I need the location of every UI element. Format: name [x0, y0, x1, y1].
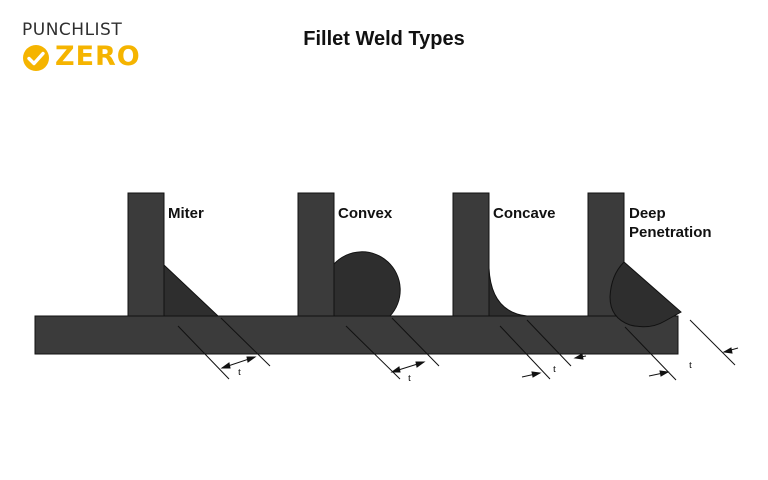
throat-dimension — [177, 317, 271, 380]
check-circle-icon — [23, 45, 49, 71]
weld-miter: Miter t — [127, 192, 271, 380]
weld-label: Deep — [629, 205, 666, 222]
logo-wordmark-bottom: ZERO — [55, 41, 141, 72]
vertical-plate — [127, 192, 165, 317]
miter-weld-bead — [163, 263, 220, 317]
page-title: Fillet Weld Types — [303, 28, 465, 50]
dimension-label: t — [238, 366, 241, 378]
weld-label: Concave — [493, 205, 556, 222]
logo-wordmark-top: PUNCHLIST — [22, 20, 123, 40]
throat-dimension — [345, 317, 440, 380]
punchlist-zero-logo: PUNCHLIST ZERO — [22, 20, 152, 76]
throat-dimension — [499, 319, 587, 380]
weld-concave: Concave t — [452, 192, 587, 380]
concave-weld-bead — [488, 267, 528, 317]
vertical-plate — [297, 192, 335, 317]
weld-label: Penetration — [629, 224, 712, 241]
weld-deep-penetration: Deep Penetration t — [587, 192, 739, 381]
weld-label: Convex — [338, 205, 393, 222]
dimension-label: t — [689, 359, 692, 371]
base-plate — [34, 315, 679, 355]
weld-convex: Convex t — [297, 192, 440, 384]
dimension-label: t — [408, 372, 411, 384]
throat-dimension — [624, 319, 739, 381]
convex-weld-bead — [333, 251, 401, 317]
deep-penetration-weld-bead — [609, 261, 682, 328]
dimension-label: t — [553, 363, 556, 375]
weld-label: Miter — [168, 205, 204, 222]
vertical-plate — [452, 192, 490, 317]
